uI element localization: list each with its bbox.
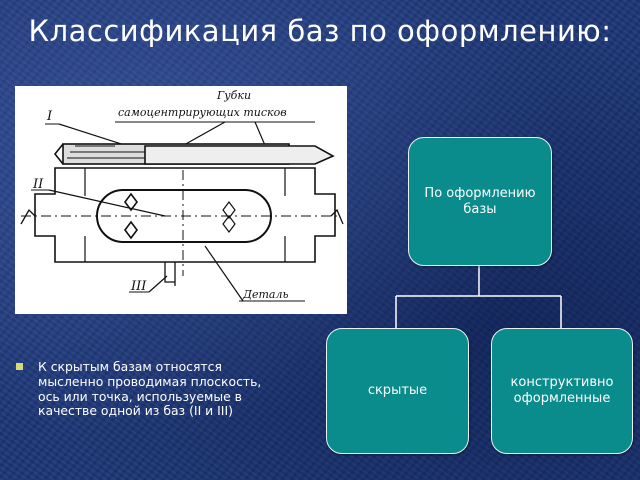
tree-node-hidden: скрытые <box>326 328 469 454</box>
slide-title: Классификация баз по оформлению: <box>28 14 612 48</box>
hidden-bases-note: К скрытым базам относятся мысленно прово… <box>16 359 268 419</box>
tree-node-constructive-line2: оформленные <box>513 391 611 406</box>
tree-node-root: По оформлению базы <box>408 137 552 266</box>
label-base-II: II <box>32 177 44 192</box>
label-jaws-line1: Губки <box>216 89 251 102</box>
tree-node-constructive-line1: конструктивно <box>510 375 614 390</box>
tree-node-root-line1: По оформлению <box>424 185 536 201</box>
label-jaws-line2: самоцентрирующих тисков <box>118 106 287 119</box>
vise-diagram: Губки самоцентрирующих тисков I <box>15 86 347 314</box>
tree-node-root-line2: базы <box>463 201 497 217</box>
tree-node-constructive: конструктивно оформленные <box>491 328 633 454</box>
label-part: Деталь <box>242 288 288 301</box>
bullet-square-icon <box>16 363 23 370</box>
hidden-bases-note-text: К скрытым базам относятся мысленно прово… <box>38 359 262 419</box>
vise-diagram-drawing: Губки самоцентрирующих тисков I <box>20 89 344 302</box>
tree-node-hidden-label: скрытые <box>367 383 428 398</box>
label-base-I: I <box>46 109 53 124</box>
label-base-III: III <box>130 279 147 294</box>
